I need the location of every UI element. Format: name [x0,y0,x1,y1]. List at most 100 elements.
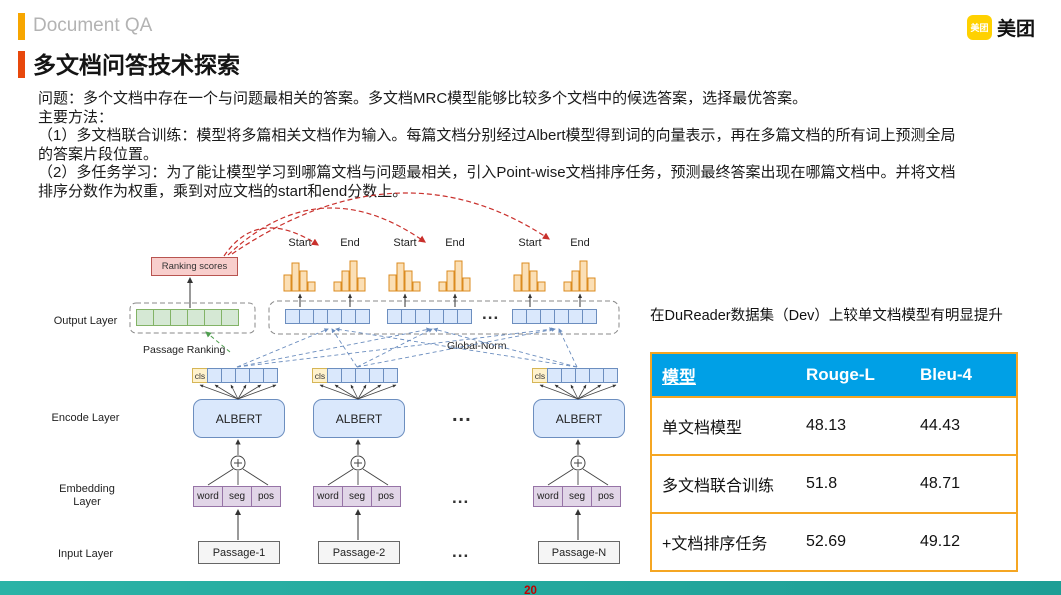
output-token-cells [387,309,472,324]
pos-embedding-cell: pos [371,486,401,507]
embedding-cells: word seg pos [533,486,621,507]
token-cell [526,309,541,324]
passage-input: Passage-1 [198,541,280,564]
bleu-value-cell: 48.71 [910,454,1017,513]
token-cell [207,368,222,383]
passage-input: Passage-N [538,541,620,564]
col-header-bleu: Bleu-4 [910,353,1017,397]
table-row: 单文档模型 48.13 44.43 [651,396,1017,455]
output-token-cells [285,309,370,324]
word-embedding-cell: word [193,486,223,507]
rouge-value-cell: 48.13 [796,396,910,455]
token-cell [263,368,278,383]
section-label: Document QA [33,15,153,36]
meituan-logo-text: 美团 [996,19,1035,40]
footer-bar: 20 [0,581,1061,595]
global-norm-label: Global-Norm [447,340,507,352]
layer-label-embedding: Embedding Layer [59,483,115,508]
model-name-cell: 多文档联合训练 [651,454,796,513]
token-cell [341,368,356,383]
body-paragraph: （1）多文档联合训练：模型将多篇相关文档作为输入。每篇文档分别经过Albert模… [38,127,956,163]
embedding-cells: word seg pos [313,486,401,507]
token-cell [582,309,597,324]
token-cell [327,309,342,324]
token-cell [443,309,458,324]
token-cell [299,309,314,324]
ellipsis: ... [452,488,470,507]
table-row: +文档排序任务 52.69 49.12 [651,512,1017,571]
token-cell [401,309,416,324]
token-cell [561,368,576,383]
meituan-logo-icon: 美团 [966,15,992,40]
token-cell [369,368,384,383]
table-header-row: 模型 Rouge-L Bleu-4 [651,353,1017,397]
token-cell [170,309,188,326]
passage-ranking-label: Passage Ranking [143,344,226,356]
seg-embedding-cell: seg [562,486,592,507]
page-number: 20 [524,585,537,595]
encoder-output-cells: cls [312,368,398,383]
seg-embedding-cell: seg [222,486,252,507]
col-header-model: 模型 [651,353,796,397]
ranking-scores-box: Ranking scores [151,257,238,276]
word-embedding-cell: word [533,486,563,507]
body-paragraph: （2）多任务学习：为了能让模型学习到哪篇文档与问题最相关，引入Point-wis… [38,164,956,200]
token-cell [355,368,370,383]
cls-cell: cls [532,368,548,383]
token-cell [568,309,583,324]
meituan-logo: 美团 美团 [966,14,1035,41]
score-histograms [283,260,596,292]
token-cell [313,309,328,324]
token-cell [603,368,618,383]
body-paragraph: 问题：多个文档中存在一个与问题最相关的答案。多文档MRC模型能够比较多个文档中的… [38,90,808,107]
pos-embedding-cell: pos [251,486,281,507]
ellipsis: ... [452,404,472,426]
albert-encoder: ALBERT [313,399,405,438]
encoder-output-cells: cls [532,368,618,383]
token-cell [204,309,222,326]
token-cell [153,309,171,326]
word-embedding-cell: word [313,486,343,507]
body-text: 问题：多个文档中存在一个与问题最相关的答案。多文档MRC模型能够比较多个文档中的… [38,90,966,201]
token-cell [136,309,154,326]
bleu-value-cell: 44.43 [910,396,1017,455]
token-cell [554,309,569,324]
token-cell [187,309,205,326]
layer-label-output: Output Layer [53,315,118,327]
token-cell [540,309,555,324]
token-cell [327,368,342,383]
passage-input: Passage-2 [318,541,400,564]
model-name-cell: +文档排序任务 [651,512,796,571]
embedding-cells: word seg pos [193,486,281,507]
col-header-rouge: Rouge-L [796,353,910,397]
end-label: End [340,237,360,249]
token-cell [575,368,590,383]
token-cell [512,309,527,324]
token-cell [589,368,604,383]
token-cell [429,309,444,324]
start-label: Start [518,237,542,249]
title-accent-bar [18,51,25,78]
token-cell [341,309,356,324]
results-caption: 在DuReader数据集（Dev）上较单文档模型有明显提升 [650,308,1003,324]
seg-embedding-cell: seg [342,486,372,507]
layer-label-input: Input Layer [57,548,114,560]
start-label: Start [393,237,417,249]
rouge-value-cell: 52.69 [796,512,910,571]
token-cell [221,309,239,326]
layer-label-encode: Encode Layer [51,412,120,424]
token-cell [547,368,562,383]
page-title: 多文档问答技术探索 [33,52,240,78]
end-label: End [570,237,590,249]
bleu-value-cell: 49.12 [910,512,1017,571]
passage-ranking-cells [136,309,239,326]
token-cell [457,309,472,324]
token-cell [415,309,430,324]
albert-encoder: ALBERT [533,399,625,438]
eyebrow-accent-bar [18,13,25,40]
table-row: 多文档联合训练 51.8 48.71 [651,454,1017,513]
encoder-output-cells: cls [192,368,278,383]
rouge-value-cell: 51.8 [796,454,910,513]
output-token-cells [512,309,597,324]
